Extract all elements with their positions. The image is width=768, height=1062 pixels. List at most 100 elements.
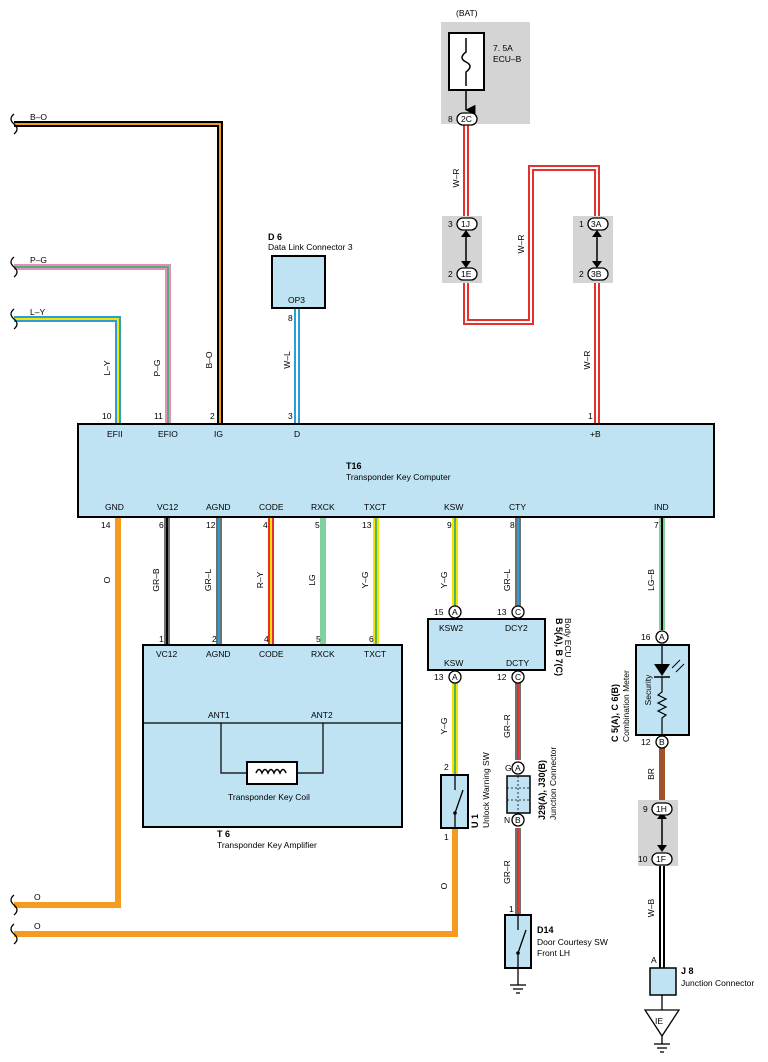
t16-pin-ig: IG (214, 429, 223, 439)
wire-vlabel-w-r-1: W–R (451, 169, 461, 188)
pin-8-fuse: 8 (448, 114, 453, 124)
d6-name: Data Link Connector 3 (268, 242, 353, 252)
wire-o-u1 (14, 828, 458, 937)
d14-code: D14 (537, 925, 554, 935)
pin-12-meter: 12 (641, 737, 651, 747)
t16-pin-rxck: RXCK (311, 502, 335, 512)
meter-code: C 5(A), C 6(B) (610, 684, 620, 742)
t16-num-12: 12 (206, 520, 216, 530)
t16-num-4: 4 (263, 520, 268, 530)
ground-point-label: IE (655, 1016, 663, 1026)
d6-code: D 6 (268, 232, 282, 242)
wire-label-o-1: O (34, 892, 41, 902)
t16-num-13: 13 (362, 520, 372, 530)
conn-a-ksw: A (452, 672, 458, 682)
t16-pin-gnd: GND (105, 502, 124, 512)
pin-3-1j: 3 (448, 219, 453, 229)
pin-g-j29: G (505, 763, 512, 773)
conn-c-dcty: C (515, 672, 521, 682)
t16-num-7: 7 (654, 520, 659, 530)
component-t6: 1 2 4 5 6 VC12 AGND CODE RXCK TXCT ANT1 … (142, 634, 403, 850)
wire-vlabel-gr-r-2: GR–R (502, 860, 512, 884)
t16-num-5: 5 (315, 520, 320, 530)
pin-2-1e: 2 (448, 269, 453, 279)
fuse-ecu-b: (BAT) 7. 5A ECU–B (441, 8, 530, 124)
d6-pin-8: 8 (288, 313, 293, 323)
t6-code: T 6 (217, 829, 230, 839)
conn-1h: 1H (656, 804, 667, 814)
d14-name-1: Door Courtesy SW (537, 937, 608, 947)
t6-ant1: ANT1 (208, 710, 230, 720)
wire-vlabel-b-o: B–O (204, 351, 214, 368)
t16-num-1: 1 (588, 411, 593, 421)
ecu-pin-dcy2: DCY2 (505, 623, 528, 633)
t6-coil-label: Transponder Key Coil (228, 792, 310, 802)
t16-num-9: 9 (447, 520, 452, 530)
t16-num-10: 10 (102, 411, 112, 421)
wire-l-y (14, 316, 121, 424)
ecu-pin-ksw: KSW (444, 658, 463, 668)
wire-vlabel-y-g-3: Y–G (439, 717, 449, 734)
wire-vlabel-lg: LG (307, 574, 317, 585)
t16-pin-ksw: KSW (444, 502, 463, 512)
wire-vlabel-y-g-2: Y–G (439, 571, 449, 588)
wire-label-b-o: B–O (30, 112, 47, 122)
wire-vlabel-gr-l: GR–L (203, 569, 213, 591)
t6-name: Transponder Key Amplifier (217, 840, 317, 850)
pin-16-meter: 16 (641, 632, 651, 642)
t16-name: Transponder Key Computer (346, 472, 451, 482)
wire-vlabel-gr-r-1: GR–R (502, 714, 512, 738)
t16-pin-agnd: AGND (206, 502, 231, 512)
conn-1j: 1J (461, 219, 470, 229)
wire-vlabel-w-r-3: W–R (582, 351, 592, 370)
t6-num-4: 4 (264, 634, 269, 644)
t16-code: T16 (346, 461, 362, 471)
pin-2-3b: 2 (579, 269, 584, 279)
t16-pin-vc12: VC12 (157, 502, 179, 512)
wire-vlabel-l-y: L–Y (102, 360, 112, 375)
component-d14: D14 Door Courtesy SW Front LH (504, 914, 608, 994)
ecu-pin-ksw2: KSW2 (439, 623, 463, 633)
ecu-code: B 5(A), B 7(C) (554, 618, 564, 676)
t6-pin-vc12: VC12 (156, 649, 178, 659)
t16-pin-b: +B (590, 429, 601, 439)
pin-1-3a: 1 (579, 219, 584, 229)
component-meter: Security C 5(A), C 6(B) Combination Mete… (610, 644, 690, 742)
meter-security: Security (643, 674, 653, 705)
component-j29-j30: J29(A), J30(B) Junction Connector (506, 747, 558, 820)
t16-num-8: 8 (510, 520, 515, 530)
j8-code: J 8 (681, 966, 694, 976)
wire-vlabel-o: O (102, 576, 112, 583)
t16-pin-code: CODE (259, 502, 284, 512)
conn-2c: 2C (461, 114, 472, 124)
pin-13-dcy2: 13 (497, 607, 507, 617)
wire-w-r (463, 124, 600, 424)
pin-10-1f: 10 (638, 854, 648, 864)
pin-a-j8: A (651, 955, 657, 965)
coil-icon (246, 761, 298, 785)
component-d6: OP3 D 6 Data Link Connector 3 8 (268, 232, 353, 323)
t6-num-1: 1 (159, 634, 164, 644)
wire-b-o (14, 121, 223, 424)
connector-ovals (448, 112, 673, 866)
fuse-name: ECU–B (493, 54, 522, 64)
t16-pin-txct: TXCT (364, 502, 386, 512)
t16-num-6: 6 (159, 520, 164, 530)
wire-vlabel-o-2: O (439, 882, 449, 889)
wire-vlabel-p-g: P–G (152, 359, 162, 376)
t6-ant2: ANT2 (311, 710, 333, 720)
t6-pin-code: CODE (259, 649, 284, 659)
ground-icon (654, 1036, 670, 1053)
conn-1e: 1E (461, 269, 472, 279)
pin-15-ksw2: 15 (434, 607, 444, 617)
conn-1f: 1F (656, 854, 666, 864)
t6-num-2: 2 (212, 634, 217, 644)
wire-vlabel-r-y: R–Y (255, 571, 265, 588)
wire-vlabel-w-b: W–B (646, 898, 656, 917)
d14-name-2: Front LH (537, 948, 570, 958)
pin-1-u1: 1 (444, 832, 449, 842)
conn-a-ksw2: A (452, 607, 458, 617)
fuse-element-icon (461, 38, 471, 86)
